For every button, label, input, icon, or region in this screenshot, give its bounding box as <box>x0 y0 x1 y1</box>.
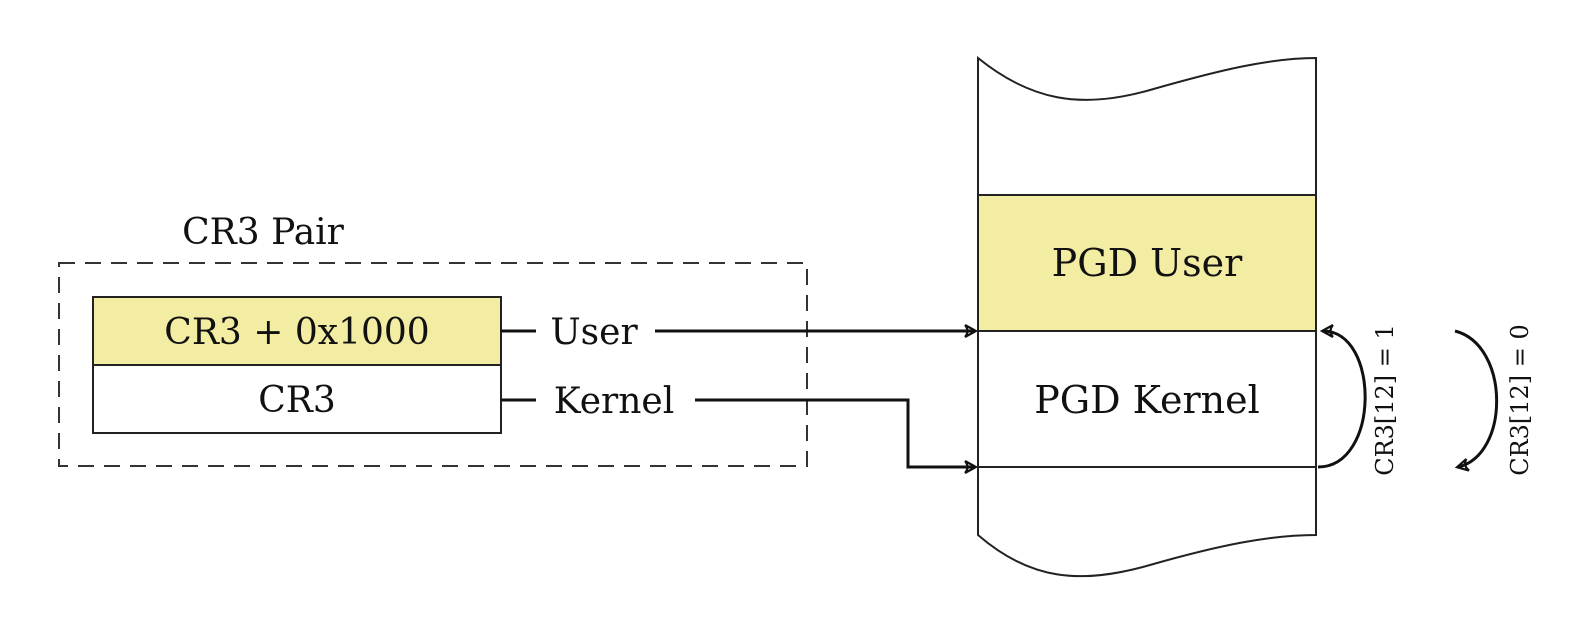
switch-to-kernel-arrow <box>1454 329 1499 467</box>
switch-to-user-label: CR3[12] = 1 <box>1371 324 1399 476</box>
cr3-user-register-label: CR3 + 0x1000 <box>164 312 429 353</box>
switch-to-kernel-label: CR3[12] = 0 <box>1506 324 1534 476</box>
kernel-label: Kernel <box>554 381 674 422</box>
pgd-kernel-label: PGD Kernel <box>1034 378 1260 422</box>
cr3-pair-group-box <box>58 262 808 467</box>
pgd-user-label: PGD User <box>1052 241 1243 285</box>
kernel-arrow <box>695 398 975 467</box>
user-label: User <box>550 312 638 353</box>
pgd-kernel-block <box>977 330 1317 468</box>
switch-to-user-arrow <box>1317 331 1367 469</box>
cr3-kernel-register <box>92 364 502 434</box>
pgd-user-block <box>977 194 1317 332</box>
cr3-pair-title: CR3 Pair <box>182 212 345 253</box>
cr3-kernel-register-label: CR3 <box>258 380 336 421</box>
cr3-user-register <box>92 296 502 366</box>
